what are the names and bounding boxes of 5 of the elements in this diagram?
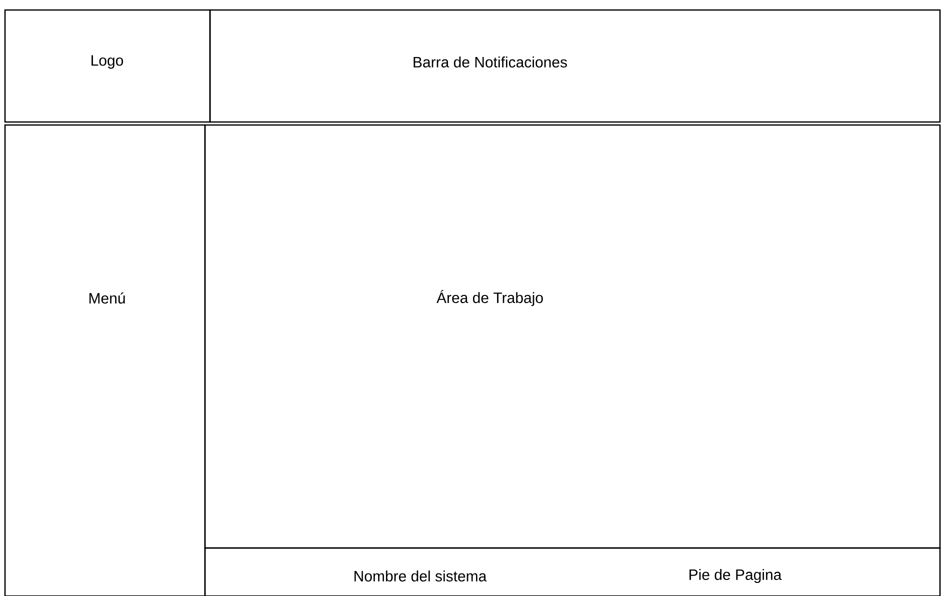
header-corner-box: Logo <box>4 9 211 123</box>
notification-bar: Barra de Notificaciones <box>209 9 941 123</box>
footer-bar: Nombre del sistema Pie de Pagina <box>204 547 941 596</box>
work-area: Área de Trabajo <box>204 124 941 549</box>
menu-panel: Menú <box>4 124 206 596</box>
